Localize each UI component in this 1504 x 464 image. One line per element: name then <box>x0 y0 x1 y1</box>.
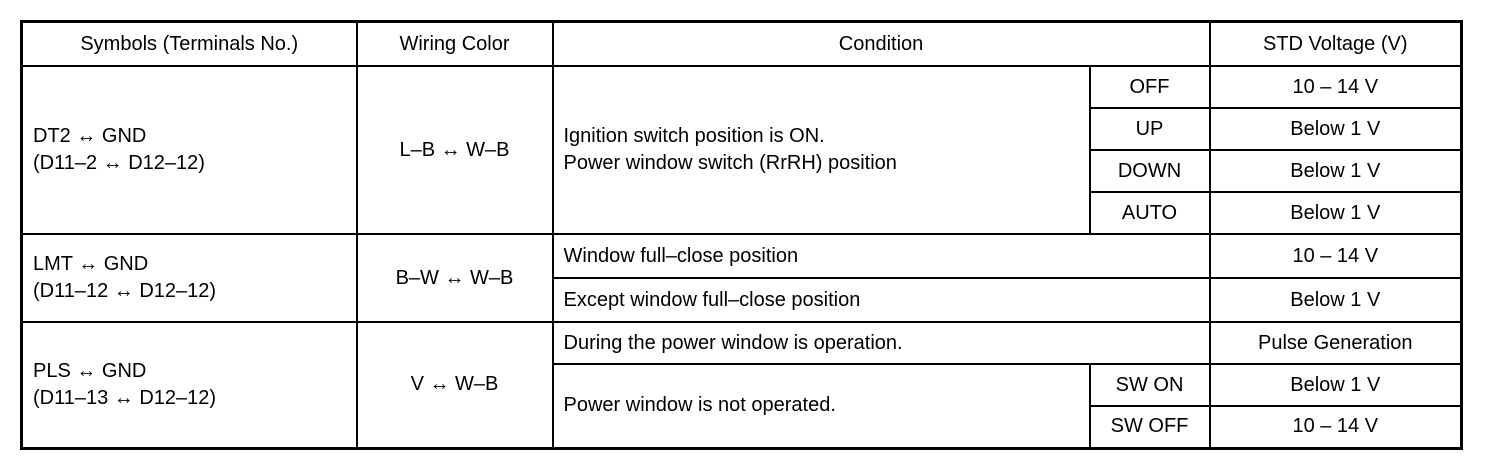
cell-voltage-down: Below 1 V <box>1208 149 1463 193</box>
header-std-voltage: STD Voltage (V) <box>1208 20 1463 67</box>
cell-condition-except-window-full-close: Except window full–close position <box>551 277 1211 323</box>
table-row: LMT ↔ GND (D11–12 ↔ D12–12) B–W ↔ W–B Wi… <box>20 233 1463 323</box>
cell-symbols-pls: PLS ↔ GND (D11–13 ↔ D12–12) <box>20 321 358 449</box>
voltage-spec-table: Symbols (Terminals No.) Wiring Color Con… <box>20 20 1464 450</box>
symbol-primary: LMT ↔ GND <box>33 253 149 275</box>
condition-line-2: Power window switch (RrRH) position <box>563 152 897 174</box>
cell-subcondition-down: DOWN <box>1088 149 1211 193</box>
cell-voltage-off: 10 – 14 V <box>1208 65 1463 109</box>
cell-voltage-sw-off: 10 – 14 V <box>1208 405 1463 449</box>
cell-subcondition-sw-on: SW ON <box>1088 363 1211 407</box>
cell-subcondition-up: UP <box>1088 107 1211 151</box>
table-row: DT2 ↔ GND (D11–2 ↔ D12–12) L–B ↔ W–B Ign… <box>20 65 1463 235</box>
cell-voltage-except-window-full-close: Below 1 V <box>1208 277 1463 323</box>
cell-condition-operating: During the power window is operation. <box>551 321 1211 365</box>
cell-subcondition-sw-off: SW OFF <box>1088 405 1211 449</box>
header-condition: Condition <box>551 20 1211 67</box>
cell-voltage-operating: Pulse Generation <box>1208 321 1463 365</box>
cell-voltage-up: Below 1 V <box>1208 107 1463 151</box>
table-row: PLS ↔ GND (D11–13 ↔ D12–12) V ↔ W–B Duri… <box>20 321 1463 449</box>
condition-line-1: Ignition switch position is ON. <box>563 125 825 147</box>
table-row: SW OFF 10 – 14 V <box>22 405 1463 449</box>
cell-condition-window-full-close: Window full–close position <box>551 233 1211 279</box>
cell-subcondition-auto: AUTO <box>1088 191 1211 235</box>
symbol-terminals: (D11–2 ↔ D12–12) <box>33 152 205 174</box>
cell-condition-dt2: Ignition switch position is ON. Power wi… <box>551 65 1091 235</box>
table-body: DT2 ↔ GND (D11–2 ↔ D12–12) L–B ↔ W–B Ign… <box>20 65 1463 449</box>
cell-voltage-sw-on: Below 1 V <box>1208 363 1463 407</box>
cell-condition-not-operated: Power window is not operated. <box>551 363 1091 449</box>
symbol-primary: DT2 ↔ GND <box>33 125 147 147</box>
cell-wiring-color-pls: V ↔ W–B <box>355 321 554 449</box>
table-header: Symbols (Terminals No.) Wiring Color Con… <box>20 20 1463 67</box>
header-wiring-color: Wiring Color <box>355 20 554 67</box>
cell-subcondition-off: OFF <box>1088 65 1211 109</box>
cell-symbols-lmt: LMT ↔ GND (D11–12 ↔ D12–12) <box>20 233 358 323</box>
cell-symbols-dt2: DT2 ↔ GND (D11–2 ↔ D12–12) <box>20 65 358 235</box>
cell-voltage-auto: Below 1 V <box>1208 191 1463 235</box>
cell-wiring-color-lmt: B–W ↔ W–B <box>355 233 554 323</box>
symbol-terminals: (D11–13 ↔ D12–12) <box>33 386 217 409</box>
cell-wiring-color-dt2: L–B ↔ W–B <box>355 65 554 235</box>
header-row: Symbols (Terminals No.) Wiring Color Con… <box>20 20 1463 67</box>
table-row: AUTO Below 1 V <box>22 191 1463 235</box>
table-row: UP Below 1 V <box>22 107 1463 151</box>
table-row: Power window is not operated. SW ON Belo… <box>22 363 1463 449</box>
symbol-terminals: (D11–12 ↔ D12–12) <box>33 280 217 302</box>
symbol-primary: PLS ↔ GND <box>33 359 147 382</box>
table-row: Except window full–close position Below … <box>22 277 1463 323</box>
table-row: DOWN Below 1 V <box>22 149 1463 193</box>
header-symbols: Symbols (Terminals No.) <box>20 20 358 67</box>
cell-voltage-window-full-close: 10 – 14 V <box>1208 233 1463 279</box>
